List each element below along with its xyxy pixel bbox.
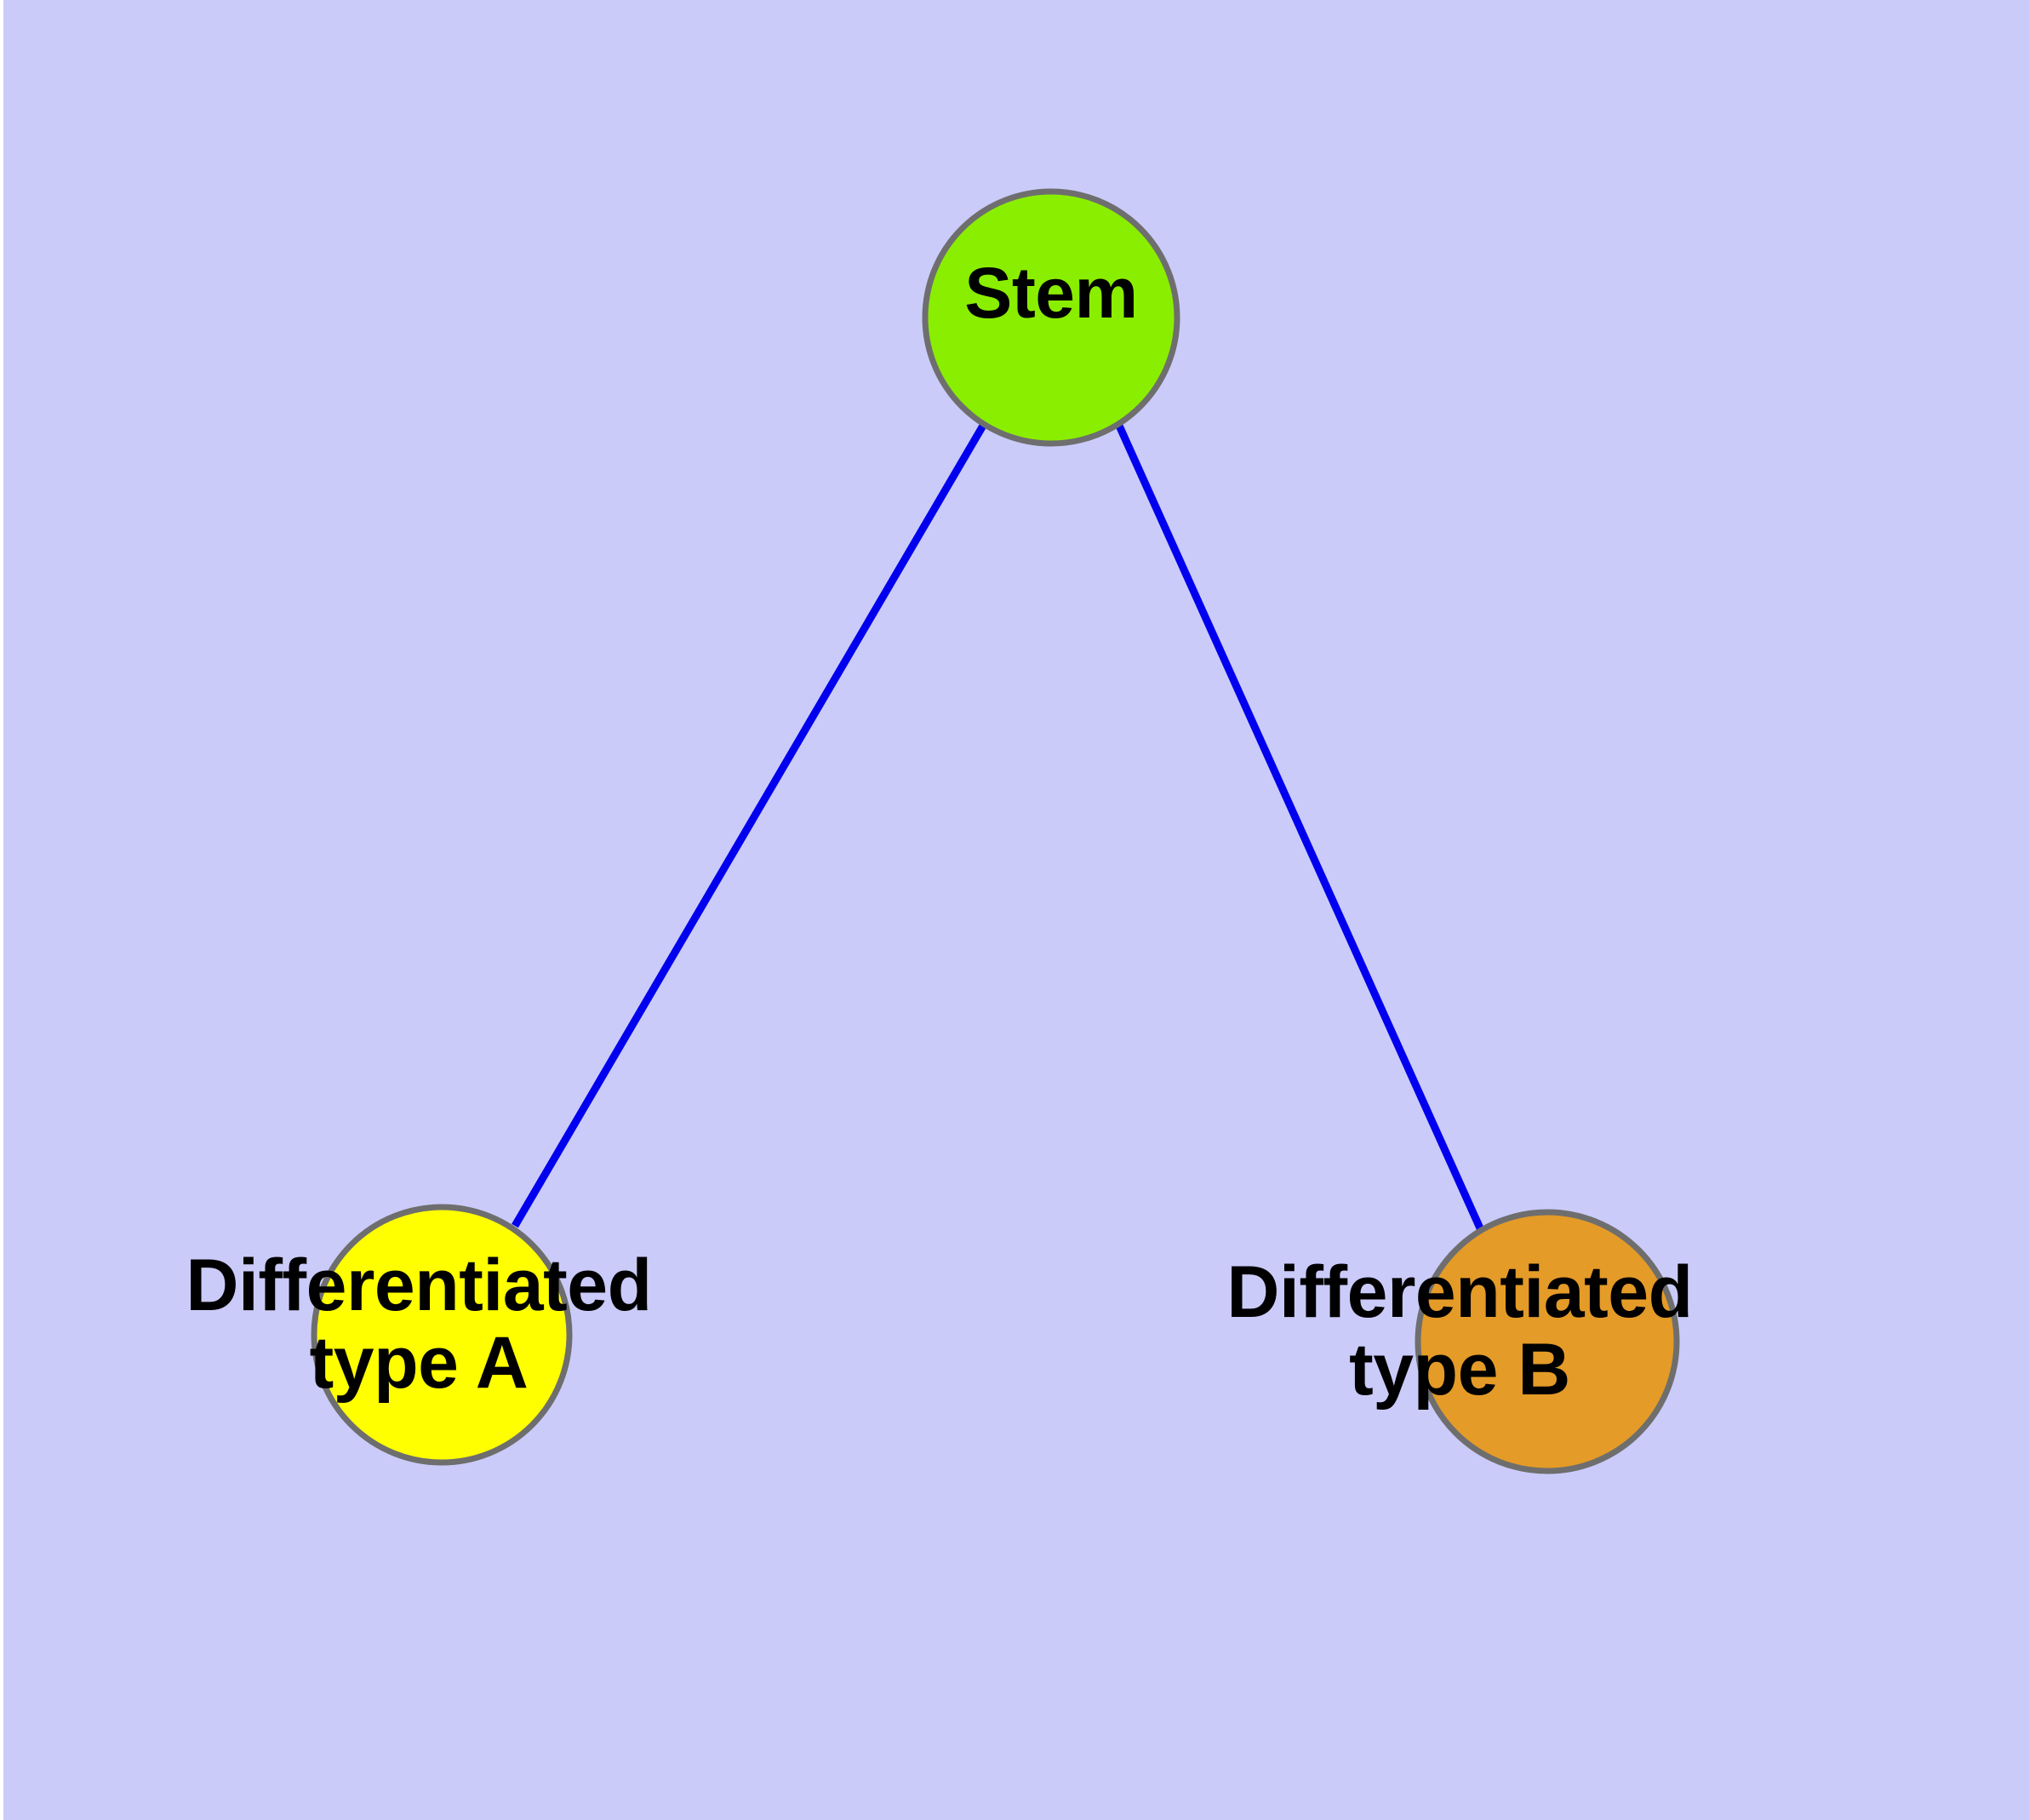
node-differentiated-type-b[interactable] (1415, 1209, 1680, 1474)
node-differentiated-type-a[interactable] (311, 1204, 573, 1466)
node-layer (311, 188, 1680, 1474)
edge-stem-to-diff-b (1115, 424, 1485, 1232)
node-stem[interactable] (922, 188, 1180, 447)
edge-layer (512, 423, 1485, 1232)
edge-stem-to-diff-a (512, 423, 986, 1228)
